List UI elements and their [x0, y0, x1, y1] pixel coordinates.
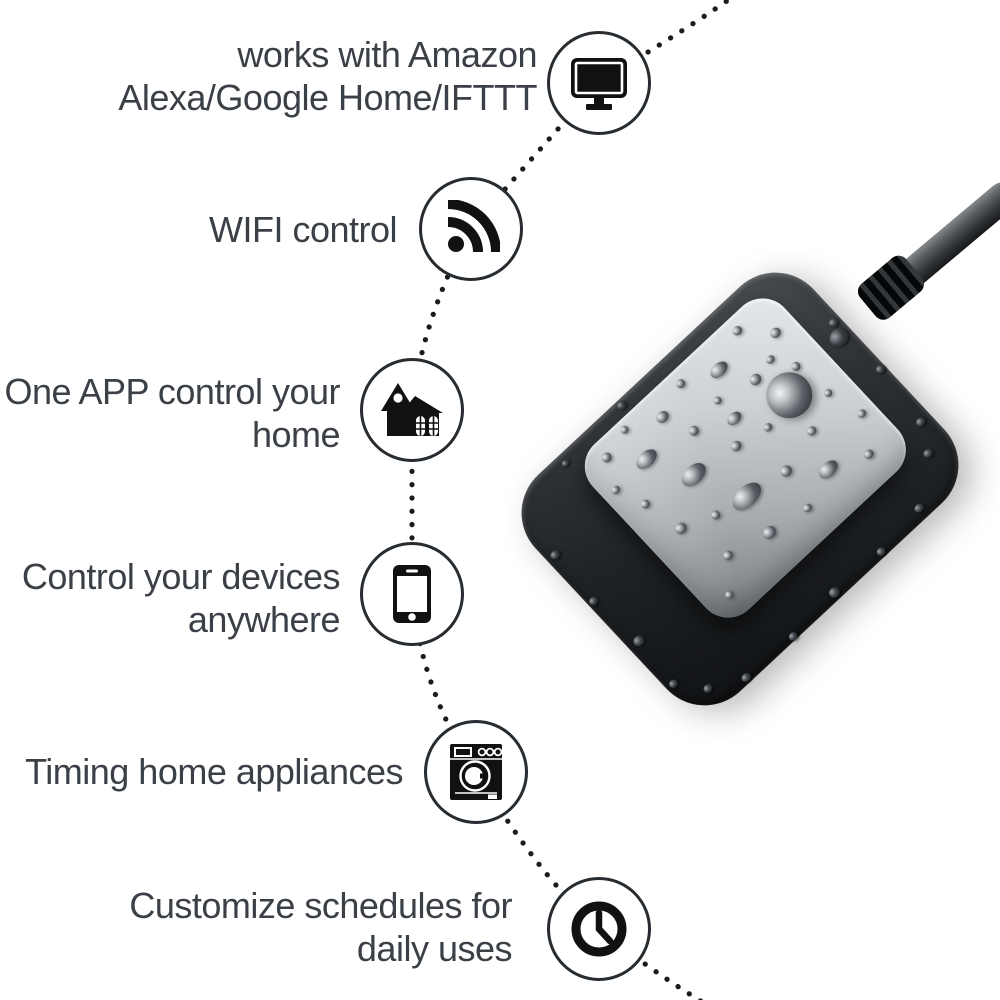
water-droplet [822, 387, 834, 399]
water-droplet [599, 450, 614, 465]
feature-anywhere-icon-circle [360, 542, 464, 646]
edge-water-bead [874, 363, 886, 376]
water-droplet [760, 523, 779, 542]
water-droplet [706, 357, 731, 381]
water-droplet [618, 424, 631, 436]
feature-alexa-line1: works with Amazon [237, 34, 537, 75]
feature-anywhere-label: Control your devices anywhere [21, 555, 341, 641]
water-droplet [638, 497, 652, 511]
edge-water-bead [548, 548, 562, 562]
edge-water-bead [826, 585, 842, 600]
water-droplet [855, 408, 868, 420]
water-droplet [777, 462, 795, 479]
feature-schedule-icon-circle [547, 877, 651, 981]
water-droplet [815, 456, 842, 483]
feature-wifi-line1: WIFI control [208, 209, 398, 250]
feature-app-label: One APP control your home [4, 370, 340, 456]
water-droplet [804, 423, 819, 438]
edge-water-bead [587, 595, 600, 608]
water-droplet [609, 484, 622, 497]
water-droplet [673, 377, 687, 390]
water-droplet [724, 408, 744, 428]
edge-water-bead [921, 446, 935, 460]
edge-water-bead [615, 399, 628, 412]
feature-schedule-label: Customize schedules for daily uses [129, 884, 512, 970]
feature-app-line1: One APP control your [4, 371, 340, 412]
clock-icon [571, 901, 627, 957]
water-droplet [708, 508, 722, 522]
edge-water-bead [912, 501, 926, 515]
water-droplet [672, 519, 689, 537]
water-droplet [632, 445, 661, 473]
large-water-dome [756, 362, 822, 428]
feature-app-icon-circle [360, 358, 464, 462]
water-droplet [723, 589, 735, 601]
washing-machine-icon [450, 744, 503, 800]
edge-water-bead [825, 323, 852, 350]
water-droplet [801, 502, 814, 515]
feature-timing-icon-circle [424, 720, 528, 824]
edge-water-bead [701, 682, 714, 695]
water-droplet [727, 477, 767, 516]
water-droplet [730, 323, 744, 338]
water-droplet [861, 447, 876, 461]
feature-alexa-icon-circle [547, 31, 651, 135]
feature-schedule-line2: daily uses [356, 928, 513, 969]
feature-schedule-line1: Customize schedules for [129, 885, 512, 926]
edge-water-bead [874, 546, 887, 558]
water-droplet [711, 394, 724, 407]
feature-timing-label: Timing home appliances [25, 750, 403, 793]
feature-timing-line1: Timing home appliances [25, 751, 403, 792]
water-droplet [721, 548, 735, 562]
feature-wifi-label: WIFI control [208, 208, 398, 251]
water-droplet [686, 423, 701, 438]
water-droplet [728, 438, 744, 454]
smartphone-icon [393, 565, 431, 623]
water-droplet [677, 458, 711, 491]
water-droplet [653, 408, 671, 426]
feature-anywhere-line1: Control your devices [21, 556, 341, 597]
edge-water-bead [631, 633, 646, 649]
edge-water-bead [667, 678, 679, 690]
water-droplet [761, 421, 774, 434]
water-droplet [767, 325, 783, 341]
feature-alexa-line2: Alexa/Google Home/IFTTT [118, 77, 537, 118]
water-droplet [763, 353, 777, 366]
feature-anywhere-line2: anywhere [187, 599, 341, 640]
water-droplet [747, 371, 764, 388]
edge-water-bead [914, 415, 928, 429]
edge-water-bead [560, 457, 571, 469]
wifi-icon [447, 200, 500, 253]
feature-alexa-label: works with Amazon Alexa/Google Home/IFTT… [118, 33, 537, 119]
monitor-icon [571, 58, 627, 110]
feature-app-line2: home [251, 414, 341, 455]
feature-wifi-icon-circle [419, 177, 523, 281]
home-icon [381, 383, 443, 436]
